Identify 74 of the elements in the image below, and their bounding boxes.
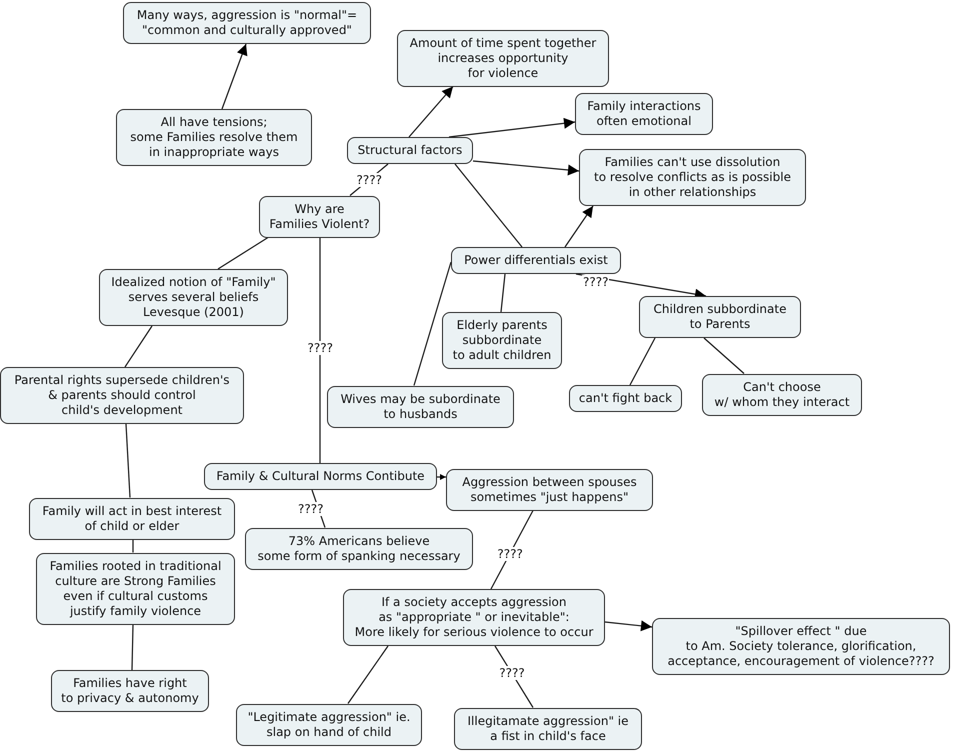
concept-label: Children subbordinate to Parents bbox=[652, 302, 788, 332]
concept-label: Can't choose w/ whom they interact bbox=[713, 380, 851, 410]
concept-label: 73% Americans believe some form of spanking necessary bbox=[256, 534, 462, 564]
concept-label: can't fight back bbox=[578, 391, 673, 406]
connector-line bbox=[413, 262, 452, 386]
concept-label: All have tensions; some Families resolve them in inappropriate ways bbox=[129, 115, 299, 160]
link-label: ???? bbox=[297, 502, 324, 516]
arrow bbox=[604, 620, 652, 632]
concept-label: Structural factors bbox=[356, 143, 464, 158]
concept-box bbox=[99, 269, 288, 326]
concept-label: "Legitimate aggression" ie. slap on hand of child bbox=[246, 710, 412, 740]
connector-line bbox=[704, 338, 744, 374]
concept-label: "Spillover effect " due to Am. Society tolerance, glorification, acceptance, encouragement of violence???? bbox=[666, 624, 936, 669]
connector-line bbox=[454, 164, 522, 248]
concept-box bbox=[442, 312, 562, 369]
concept-box bbox=[569, 385, 682, 412]
concept-box bbox=[51, 670, 209, 712]
arrow bbox=[472, 160, 580, 176]
concept-box bbox=[236, 704, 422, 746]
arrow bbox=[437, 474, 446, 480]
concept-label: Wives may be subordinate to husbands bbox=[340, 392, 502, 422]
concept-label: Parental rights supersede children's & parents should control child's development bbox=[13, 373, 231, 418]
connector-line bbox=[124, 326, 152, 368]
concept-box bbox=[123, 2, 371, 44]
concept-box bbox=[639, 296, 801, 338]
concept-label: Aggression between spouses sometimes "just happens" bbox=[461, 474, 638, 504]
concept-box bbox=[347, 137, 473, 164]
concept-box bbox=[446, 468, 653, 510]
connector-line bbox=[131, 624, 134, 670]
connector-line bbox=[132, 540, 134, 552]
concept-label: Idealized notion of "Family" serves several beliefs Levesque (2001) bbox=[110, 275, 277, 320]
concept-box bbox=[397, 30, 609, 86]
concept-label: Illegitamate aggression" ie a fist in child's face bbox=[466, 714, 630, 744]
link-label: ???? bbox=[496, 546, 524, 561]
concept-label: Power differentials exist bbox=[463, 253, 609, 268]
concept-box bbox=[652, 618, 950, 675]
arrow bbox=[221, 44, 248, 110]
concept-label: Why are Families Violent? bbox=[268, 202, 371, 232]
concept-label: Family interactions often emotional bbox=[586, 99, 702, 129]
arrow bbox=[408, 86, 454, 138]
concept-box bbox=[579, 149, 806, 206]
link-label: ???? bbox=[356, 172, 383, 187]
concept-box bbox=[116, 109, 312, 166]
concept-box bbox=[245, 528, 473, 570]
connector-line bbox=[348, 646, 388, 704]
arrow bbox=[564, 206, 594, 248]
concept-label: If a society accepts aggression as "appropriate " or inevitable": More likely for serious violence to occur bbox=[354, 595, 594, 640]
concept-box bbox=[259, 196, 380, 238]
connector-line bbox=[218, 237, 268, 270]
connector-line bbox=[125, 424, 131, 498]
concept-box bbox=[0, 367, 244, 424]
connector-line bbox=[500, 274, 506, 312]
concept-label: Families have right to privacy & autonomy bbox=[60, 676, 200, 706]
concept-label: Family will act in best interest of child or elder bbox=[41, 504, 223, 534]
concept-label: Many ways, aggression is "normal"= "common and culturally approved" bbox=[136, 8, 358, 38]
concept-label: Families can't use dissolution to resolve conflicts as is possible in other relationships bbox=[593, 155, 792, 200]
concept-box bbox=[451, 247, 621, 274]
concept-box bbox=[36, 552, 235, 624]
link-label: ???? bbox=[498, 666, 526, 680]
concept-label: Families rooted in traditional culture are Strong Families even if cultural customs justify family violence bbox=[48, 558, 222, 618]
connector-line bbox=[629, 338, 656, 386]
connector-line bbox=[319, 238, 321, 463]
concept-box bbox=[29, 498, 235, 540]
concept-box bbox=[702, 374, 862, 416]
concept-box bbox=[204, 463, 437, 490]
concept-box bbox=[343, 589, 605, 646]
concept-label: Family & Cultural Norms Contibute bbox=[215, 469, 426, 484]
concept-box bbox=[327, 386, 514, 428]
link-label: ???? bbox=[306, 340, 334, 355]
concept-label: Amount of time spent together increases opportunity for violence bbox=[408, 36, 598, 80]
concept-box bbox=[454, 708, 642, 750]
concept-box bbox=[575, 93, 713, 135]
concept-label: Elderly parents subbordinate to adult children bbox=[452, 318, 552, 363]
arrow bbox=[448, 118, 576, 138]
